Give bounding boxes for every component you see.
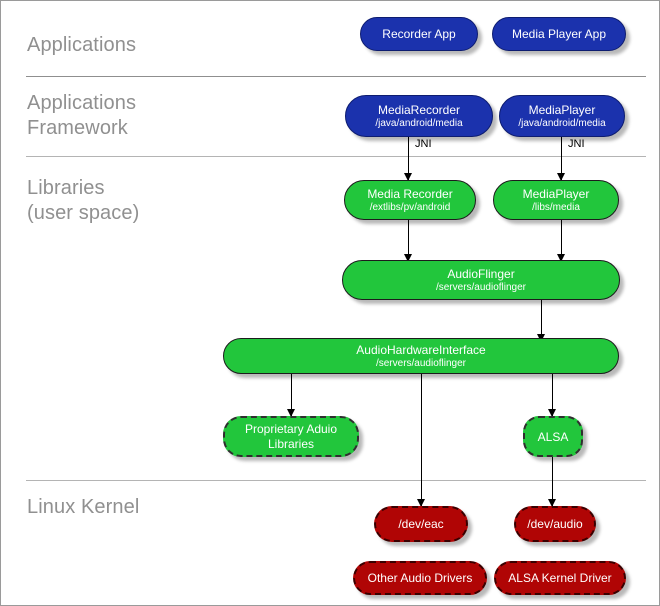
node-recorder-app[interactable]: Recorder App: [360, 17, 478, 51]
arrowhead-audioflinger-right: [557, 254, 565, 262]
node-subtitle: /servers/audioflinger: [435, 281, 527, 293]
edge-ahi-to-dev-eac: [421, 374, 423, 506]
node-title: /dev/audio: [527, 517, 583, 531]
edge-label-jni-recorder: JNI: [415, 138, 432, 150]
arrowhead-mediaplayerlib: [557, 173, 565, 181]
edge-mediarecorder-to-medialib: [408, 137, 410, 180]
edge-ahi-to-proprietary: [291, 374, 293, 416]
node-subtitle: /java/android/media: [518, 117, 606, 129]
node-audioflinger[interactable]: AudioFlinger /servers/audioflinger: [342, 260, 620, 300]
node-title-line2: Libraries: [267, 436, 315, 451]
node-title: Proprietary Aduio: [244, 421, 338, 436]
arrowhead-dev-audio: [548, 499, 556, 507]
edge-mediaplayerlib-to-audioflinger: [561, 220, 563, 262]
divider-kernel: [26, 480, 646, 481]
node-subtitle: /extlibs/pv/android: [369, 201, 451, 213]
node-alsa-kernel-driver[interactable]: ALSA Kernel Driver: [494, 561, 626, 595]
node-title: Other Audio Drivers: [367, 571, 473, 585]
edge-mediaplayer-to-mediaplayerlib: [561, 137, 563, 180]
node-media-player-app[interactable]: Media Player App: [492, 17, 626, 51]
node-title: AudioFlinger: [447, 266, 515, 281]
node-title: Media Player App: [511, 27, 607, 41]
node-title: MediaRecorder: [377, 102, 461, 117]
tier-label-applications: Applications: [27, 34, 137, 56]
node-other-audio-drivers[interactable]: Other Audio Drivers: [353, 561, 487, 595]
node-subtitle: /libs/media: [532, 201, 580, 213]
divider-framework: [26, 156, 646, 157]
tier-label-libraries: Libraries (user space): [27, 177, 140, 224]
arrowhead-alsa: [548, 409, 556, 417]
node-title: Recorder App: [382, 27, 456, 41]
node-subtitle: /servers/audioflinger: [375, 357, 467, 369]
arrowhead-proprietary: [287, 409, 295, 417]
node-alsa[interactable]: ALSA: [523, 416, 583, 457]
node-title: MediaPlayer: [528, 102, 596, 117]
edge-label-jni-player: JNI: [568, 138, 585, 150]
node-media-recorder-lib[interactable]: Media Recorder /extlibs/pv/android: [344, 180, 476, 220]
node-mediaplayer-framework[interactable]: MediaPlayer /java/android/media: [499, 95, 625, 137]
divider-applications: [26, 76, 646, 77]
node-subtitle: /java/android/media: [375, 117, 463, 129]
tier-label-applications-framework: Applications Framework: [27, 92, 137, 139]
node-dev-audio[interactable]: /dev/audio: [514, 506, 596, 542]
node-title: ALSA Kernel Driver: [508, 571, 612, 585]
edge-audioflinger-to-ahi: [541, 300, 543, 342]
node-title: MediaPlayer: [522, 186, 590, 201]
node-title: AudioHardwareInterface: [356, 342, 486, 357]
node-title: Media Recorder: [367, 186, 453, 201]
arrowhead-audioflinger-left: [404, 254, 412, 262]
arrowhead-dev-eac: [417, 499, 425, 507]
edge-medialib-to-audioflinger: [408, 220, 410, 262]
node-dev-eac[interactable]: /dev/eac: [374, 506, 468, 542]
node-title: ALSA: [537, 429, 569, 444]
edge-alsa-to-dev-audio: [552, 457, 554, 506]
node-proprietary-audio-libraries[interactable]: Proprietary Aduio Libraries: [223, 416, 359, 457]
node-mediaplayer-lib[interactable]: MediaPlayer /libs/media: [493, 180, 619, 220]
node-title: /dev/eac: [398, 517, 444, 531]
node-audiohardwareinterface[interactable]: AudioHardwareInterface /servers/audiofli…: [223, 338, 619, 374]
tier-label-linux-kernel: Linux Kernel: [27, 496, 140, 518]
edge-ahi-to-alsa: [552, 374, 554, 416]
node-mediarecorder[interactable]: MediaRecorder /java/android/media: [345, 95, 493, 137]
arrowhead-medialib: [404, 173, 412, 181]
